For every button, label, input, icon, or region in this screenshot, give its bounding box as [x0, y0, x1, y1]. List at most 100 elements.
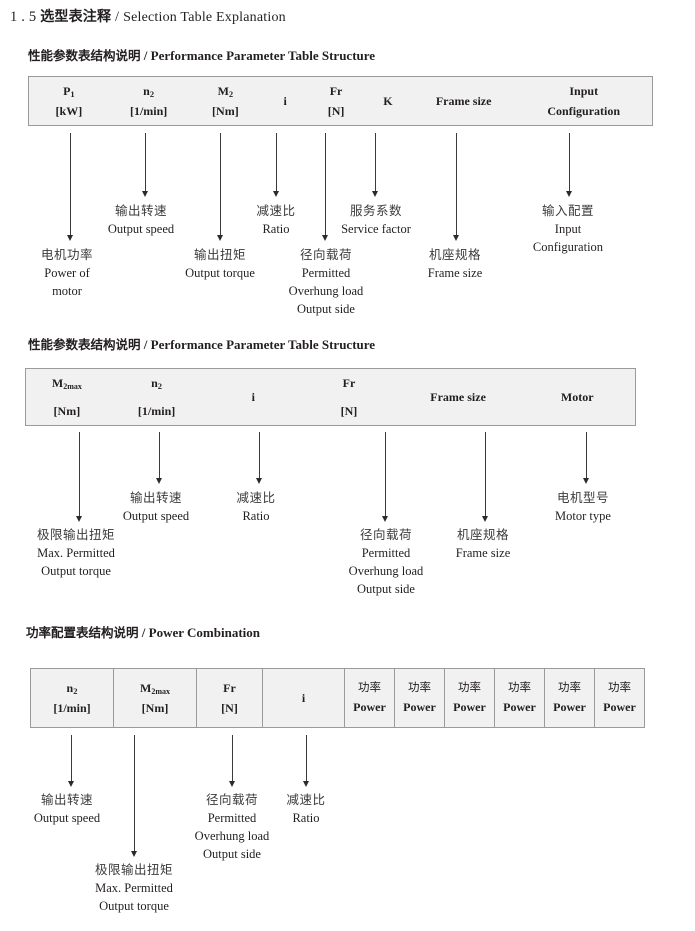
column-header-fr: Fr [N]: [301, 369, 397, 425]
col-symbol-cn: 功率: [358, 680, 381, 695]
callout-motor-type: 电机型号 Motor type: [533, 489, 633, 525]
col-unit: [N]: [340, 403, 358, 418]
col-symbol-cn: 功率: [408, 680, 431, 695]
callout-cn: 输出转速: [129, 490, 182, 505]
column-header-input-configuration: Input Configuration: [515, 77, 652, 125]
callout-ratio: 减速比 Ratio: [272, 791, 340, 827]
callout-en-1: Max. Permitted: [95, 881, 173, 896]
col-symbol-cn: 功率: [558, 680, 581, 695]
column-header-motor: Motor: [519, 369, 635, 425]
col-symbol: Input: [569, 83, 599, 98]
callout-cn: 减速比: [256, 203, 296, 218]
callout-service-factor: 服务系数 Service factor: [322, 202, 430, 238]
callout-ratio: 减速比 Ratio: [239, 202, 313, 238]
column-header-k: K: [364, 77, 412, 125]
col-unit: [Nm]: [53, 403, 81, 418]
callout-en-1: Service factor: [341, 222, 411, 237]
callout-power-of-motor: 电机功率 Power of motor: [16, 246, 118, 300]
callout-en-3: Output side: [297, 302, 355, 317]
performance-table-1: P1 [kW] n2 [1/min] M2 [Nm] i Fr [N] K Fr…: [28, 76, 653, 126]
callout-cn: 极限输出扭矩: [36, 527, 115, 542]
column-header-i: i: [262, 669, 344, 727]
callout-cn: 输出转速: [40, 792, 93, 807]
callout-frame-size: 机座规格 Frame size: [404, 246, 506, 282]
callout-ratio: 减速比 Ratio: [222, 489, 290, 525]
callout-cn: 机座规格: [456, 527, 509, 542]
arrow-frame-size: [481, 432, 490, 522]
column-header-n2: n2 [1/min]: [109, 77, 189, 125]
column-header-m2max: M2max [Nm]: [113, 669, 196, 727]
arrow-motor-type: [582, 432, 591, 484]
column-header-power-2: 功率 Power: [394, 669, 444, 727]
callout-en-1: Output speed: [107, 222, 175, 237]
col-unit: [1/min]: [53, 700, 91, 715]
arrow-overhung-load: [381, 432, 390, 522]
callout-cn: 机座规格: [428, 247, 481, 262]
callout-cn: 极限输出扭矩: [94, 862, 173, 877]
column-header-i: i: [205, 369, 301, 425]
arrow-ratio: [302, 735, 311, 787]
col-unit: Power: [503, 700, 536, 715]
column-header-frame-size: Frame size: [397, 369, 520, 425]
arrow-input-configuration: [565, 133, 574, 197]
performance-table-2: M2max [Nm] n2 [1/min] i Fr [N] Frame siz…: [25, 368, 636, 426]
col-symbol: K: [383, 93, 393, 108]
callout-cn: 减速比: [286, 792, 326, 807]
section-heading-en: Performance Parameter Table Structure: [150, 337, 376, 352]
column-header-fr: Fr [N]: [196, 669, 262, 727]
callout-en-2: Overhung load: [194, 829, 270, 844]
section-heading-cn: 性能参数表结构说明: [28, 337, 141, 352]
callout-en-2: motor: [52, 284, 82, 299]
callout-en-1: Permitted: [301, 266, 351, 281]
callout-en-1: Frame size: [427, 266, 483, 281]
col-subscript: 2: [157, 380, 163, 391]
arrow-frame-size: [452, 133, 461, 241]
callout-cn: 服务系数: [349, 203, 402, 218]
arrow-ratio: [255, 432, 264, 484]
col-unit: [kW]: [55, 103, 83, 118]
col-symbol: Fr: [329, 83, 343, 98]
callout-en-1: Frame size: [455, 546, 511, 561]
column-header-power-1: 功率 Power: [344, 669, 394, 727]
column-header-fr: Fr [N]: [308, 77, 364, 125]
col-symbol: i: [251, 389, 255, 404]
arrow-max-output-torque: [75, 432, 84, 522]
callout-en-1: Ratio: [262, 222, 290, 237]
power-combination-table: n2 [1/min] M2max [Nm] Fr [N] i 功率 Power …: [30, 668, 645, 728]
callout-en-1: Output torque: [185, 266, 255, 281]
page-title-en: Selection Table Explanation: [123, 10, 286, 25]
callout-en-2: Output torque: [99, 899, 169, 914]
callout-cn: 径向载荷: [205, 792, 258, 807]
col-unit: [1/min]: [137, 403, 176, 418]
callout-en-2: Output torque: [41, 564, 111, 579]
col-symbol: P: [63, 83, 71, 98]
section-heading-power-combination: 功率配置表结构说明 / Power Combination: [26, 622, 260, 641]
column-header-m2: M2 [Nm]: [189, 77, 263, 125]
arrow-power-of-motor: [66, 133, 75, 241]
callout-cn: 输出扭矩: [193, 247, 246, 262]
callout-cn: 电机功率: [40, 247, 93, 262]
callout-cn: 径向载荷: [299, 247, 352, 262]
section-heading-performance-2: 性能参数表结构说明 / Performance Parameter Table …: [28, 334, 375, 353]
col-unit: Power: [603, 700, 636, 715]
arrow-service-factor: [371, 133, 380, 197]
callout-en-1: Ratio: [242, 509, 270, 524]
column-header-power-5: 功率 Power: [544, 669, 594, 727]
col-symbol: M: [140, 680, 152, 695]
column-header-m2max: M2max [Nm]: [26, 369, 108, 425]
col-symbol-cn: 功率: [508, 680, 531, 695]
col-unit: Power: [553, 700, 586, 715]
callout-en-1: Permitted: [207, 811, 257, 826]
callout-en-2: Overhung load: [348, 564, 424, 579]
col-unit: Power: [353, 700, 386, 715]
arrow-output-speed: [67, 735, 76, 787]
col-subscript: 2max: [151, 686, 170, 696]
col-subscript: 2: [149, 88, 155, 99]
column-header-power-4: 功率 Power: [494, 669, 544, 727]
col-unit: [N]: [221, 700, 238, 715]
column-header-frame-size: Frame size: [412, 77, 516, 125]
callout-en-1: Motor type: [555, 509, 611, 524]
col-unit: [1/min]: [129, 103, 168, 118]
arrow-output-torque: [216, 133, 225, 241]
arrow-ratio: [272, 133, 281, 197]
